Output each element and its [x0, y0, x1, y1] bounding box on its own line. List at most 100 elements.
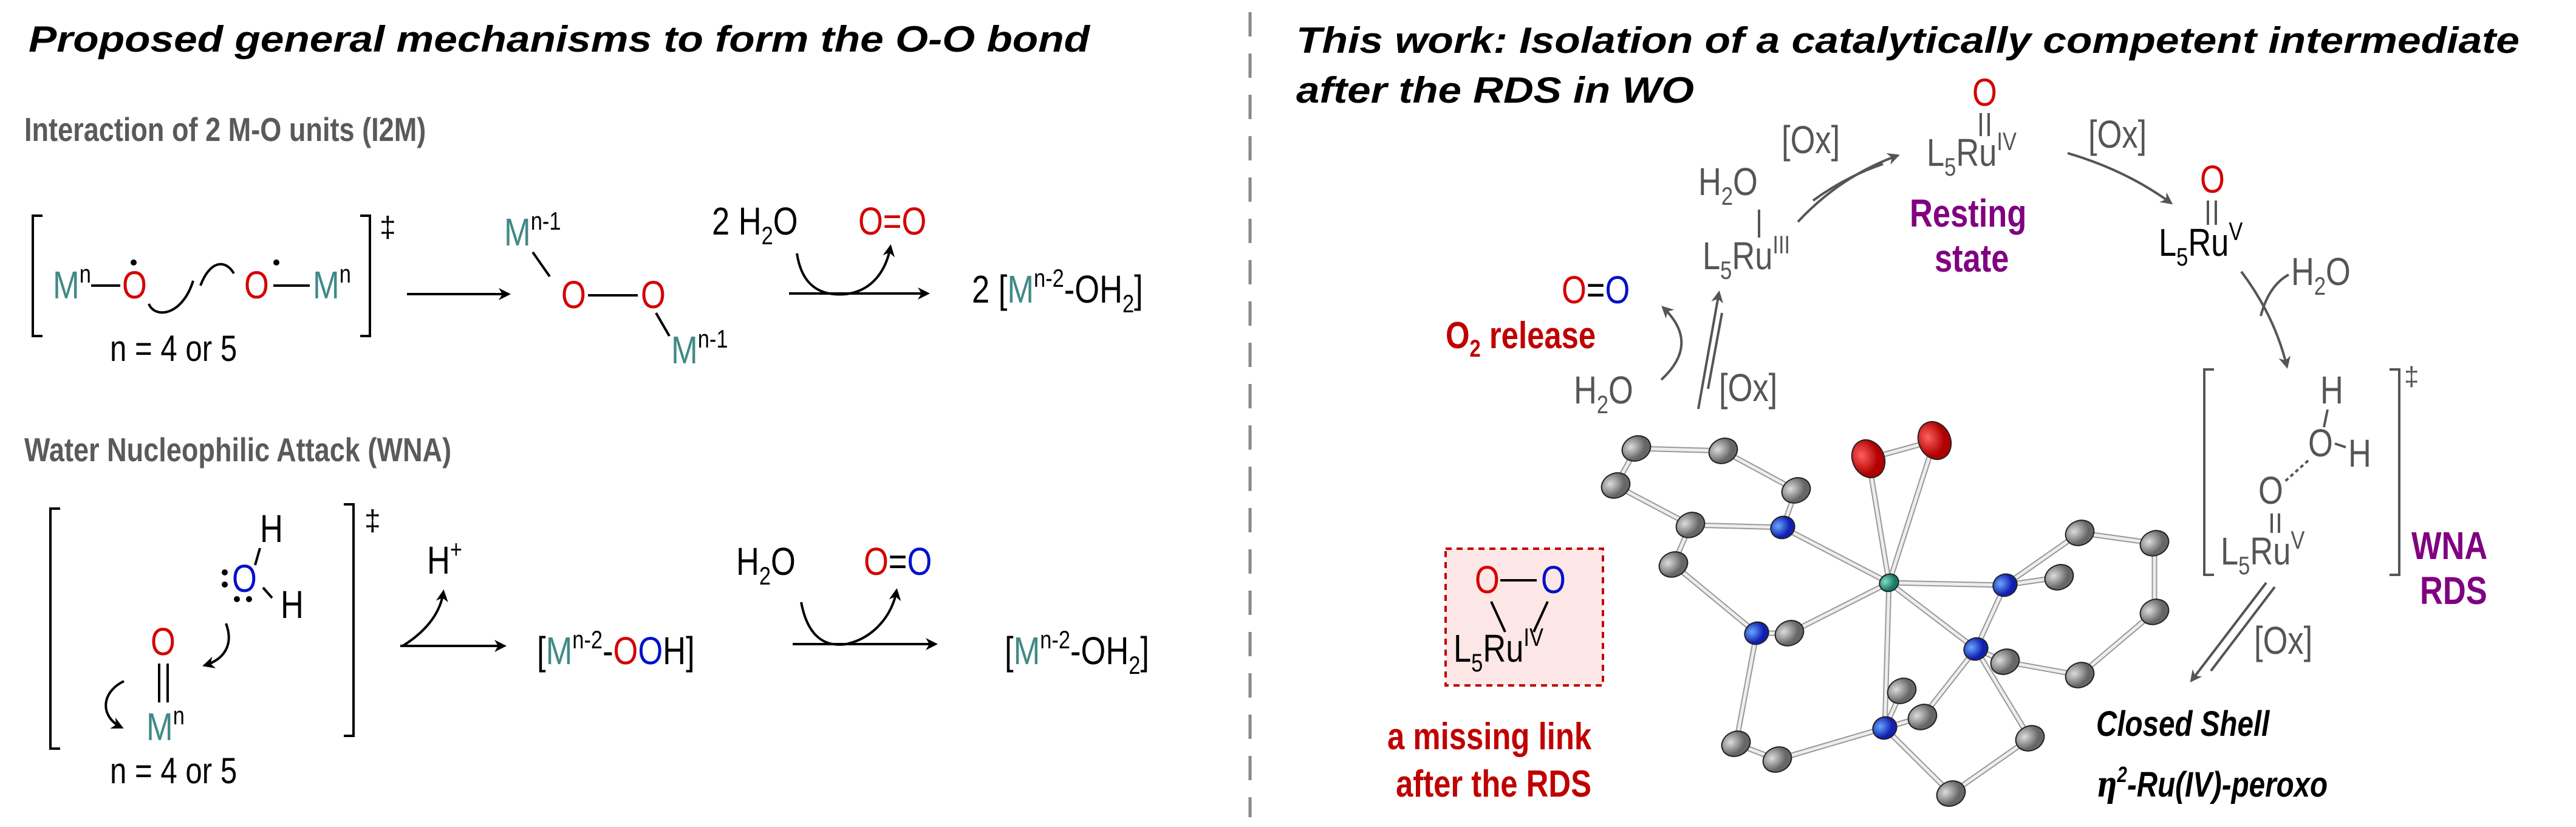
release-water: H2O [1574, 369, 1633, 419]
xtal-atom-n [1770, 515, 1795, 540]
i2m-ts-bracket-left [32, 214, 43, 337]
xtal-bond [1949, 736, 2032, 795]
xtal-atom-c [1774, 620, 1805, 647]
xtal-atom-o [1917, 420, 1952, 461]
i2m-oxygen-1: O [122, 264, 147, 307]
right-title-line1: This work: Isolation of a catalytically … [1296, 20, 2520, 61]
ox-label-4: [Ox] [1719, 366, 1777, 410]
xtal-atom-o [1851, 439, 1886, 479]
wna-rds-label: WNA [2411, 524, 2487, 568]
cycle-arrow [2240, 270, 2291, 369]
i2m-metal-2: Mn [313, 260, 351, 307]
ts-ru-v: L5RuV [2221, 526, 2305, 580]
water-h-bottom: H [281, 583, 304, 626]
bond [2323, 409, 2329, 428]
wna-rds-label-2: RDS [2420, 569, 2487, 613]
xtal-bond [2078, 610, 2156, 677]
curved-arrow [104, 680, 125, 729]
ru-v-oxo: L5RuV [2159, 218, 2243, 272]
xtal-bond [1887, 581, 2007, 587]
missing-link-label: a missing link [1387, 716, 1592, 758]
lone-pair-dot [234, 596, 240, 602]
xtal-bond [1781, 526, 1891, 585]
xtal-atom-c [1675, 512, 1706, 538]
xtal-atom-n [1992, 573, 2018, 597]
i2m-oxygen-2: O [244, 264, 269, 307]
peroxo-metal-bottom: Mn-1 [671, 325, 728, 372]
curved-arrow [800, 588, 901, 646]
radical-dot [273, 259, 279, 266]
xtal-bond [1887, 581, 1978, 651]
cycle-arrow-parallel [1812, 163, 1884, 202]
ru-iv-peroxo: L5RuIV [1454, 623, 1543, 678]
xtal-bond [1883, 581, 1891, 730]
crystal-structure [1601, 420, 2170, 807]
xtal-bond [2003, 531, 2082, 587]
ts-oxo-oxygen: O [2258, 469, 2283, 512]
radical-dot [131, 259, 137, 266]
curved-arrow [401, 589, 448, 647]
fishhook-arrow [148, 280, 194, 314]
oxo-oxygen: O [151, 620, 176, 664]
peroxo-oxygen-1: O [561, 273, 586, 317]
xtal-bond [1775, 726, 1887, 761]
xtal-atom-c [1887, 678, 1917, 704]
peroxo-oxygen-red: O [1475, 558, 1500, 602]
bond [262, 586, 273, 599]
wna-ts-dagger: ‡ [364, 505, 381, 537]
xtal-bond [1867, 457, 1891, 585]
xtal-atom-c [2065, 662, 2095, 688]
wna-ts-bracket-right [2390, 368, 2400, 576]
water-h-top: H [260, 507, 283, 551]
cycle-arrow [1697, 290, 1724, 410]
xtal-atom-c [2044, 564, 2074, 591]
ts-dagger: ‡ [2404, 362, 2419, 391]
xtal-atom-c [1907, 704, 1938, 730]
resting-state-label: Resting [1910, 192, 2026, 235]
released-dioxygen: O=O [1562, 269, 1630, 312]
fishhook-arrow [199, 263, 235, 286]
cycle-arrow-parallel [1707, 312, 1723, 389]
cycle-arrow [2067, 152, 2173, 205]
xtal-atom-c [2139, 530, 2170, 557]
left-title: Proposed general mechanisms to form the … [29, 19, 1091, 60]
cycle-arrow [1797, 153, 1900, 223]
bond [254, 547, 261, 566]
xtal-bond [1734, 631, 1758, 746]
i2m-dioxygen: O=O [858, 200, 926, 243]
xtal-bond [1689, 523, 1785, 529]
water-in-arrow [2260, 273, 2289, 317]
wna-ts-bracket-left [49, 507, 60, 750]
resting-oxo-oxygen: O [1972, 71, 1997, 114]
xtal-atom-c [1601, 472, 1631, 499]
xtal-atom-c [1621, 435, 1652, 462]
ts-water-h-right: H [2348, 432, 2371, 475]
ru-v-oxo-oxygen: O [2200, 158, 2225, 201]
i2m-condition: n = 4 or 5 [110, 328, 237, 369]
xtal-bond [1614, 484, 1692, 527]
xtal-atom-c [2065, 520, 2095, 546]
xtal-atom-c [1781, 477, 1811, 504]
hydrogen-bond [2284, 459, 2309, 482]
proton: H+ [427, 535, 462, 582]
peroxo-oxygen-blue: O [1541, 558, 1566, 602]
xtal-atom-c [1721, 730, 1751, 757]
peroxo-oxygen-2: O [641, 273, 666, 317]
xtal-atom-n [1963, 637, 1989, 661]
missing-link-box [1444, 547, 1604, 687]
lone-pair-dot [222, 569, 228, 575]
wna-heading: Water Nucleophilic Attack (WNA) [24, 431, 451, 468]
closed-shell-label: Closed Shell [2096, 705, 2270, 744]
xtal-atom-n [1872, 716, 1898, 740]
ox-label-3: [Ox] [2254, 619, 2312, 662]
wna-metal: Mn [146, 702, 185, 749]
ox-label-2: [Ox] [2088, 113, 2147, 156]
xtal-atom-c [2015, 725, 2045, 752]
bond [1490, 601, 1506, 633]
i2m-ts-bracket-right [360, 214, 371, 337]
ts-water-h-top: H [2320, 369, 2343, 412]
resting-state-label-2: state [1935, 237, 2009, 280]
wna-dioxygen: O=O [864, 540, 932, 583]
wna-product: [Mn-2-OH2] [1005, 626, 1149, 680]
